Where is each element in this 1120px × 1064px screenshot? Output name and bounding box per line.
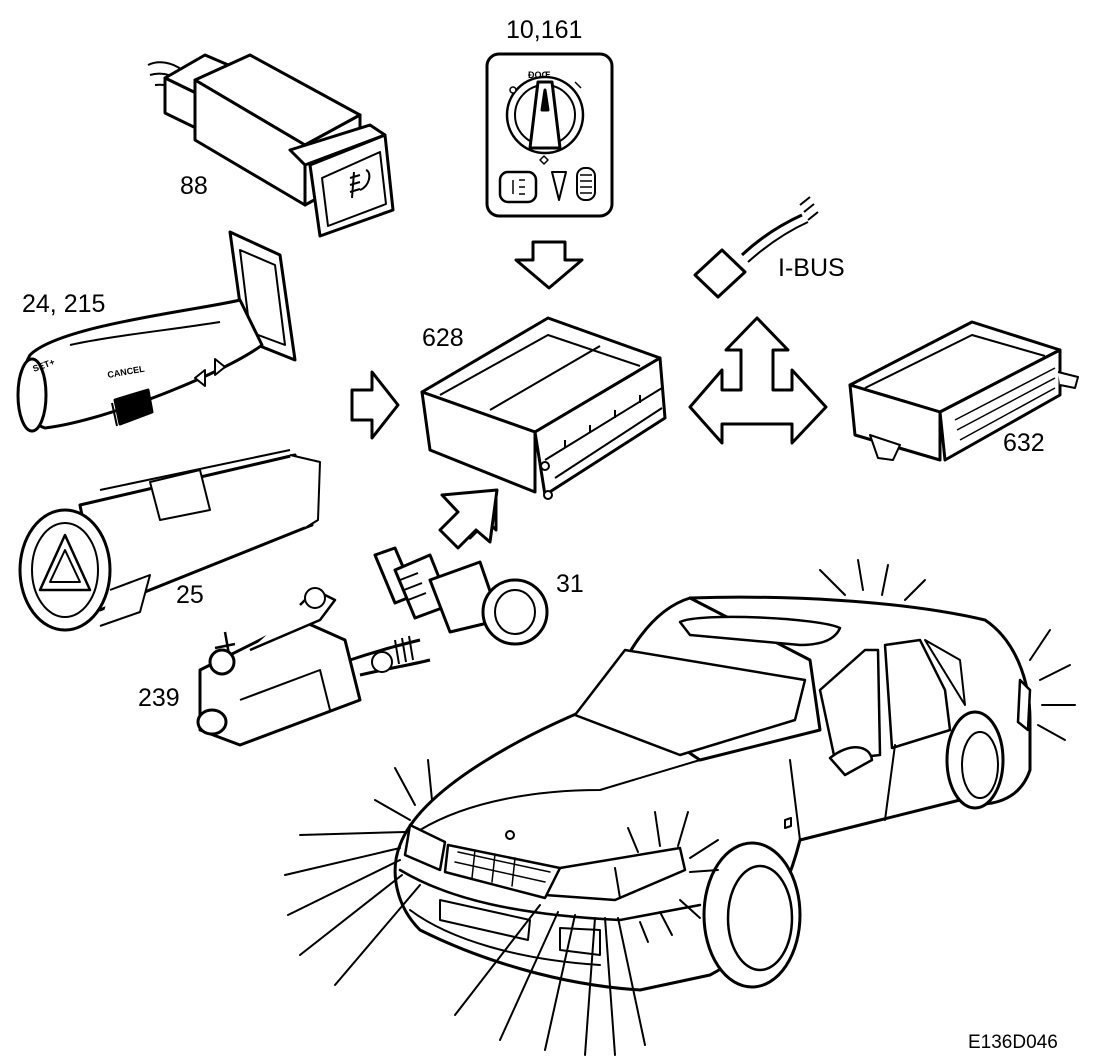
- figure-code: E136D046: [968, 1032, 1058, 1053]
- bidirectional-arrow-icon: [690, 318, 826, 443]
- svg-text:ĐOŒ: ĐOŒ: [528, 70, 551, 80]
- label-632: 632: [1003, 429, 1045, 457]
- label-31: 31: [556, 570, 584, 598]
- arrow-diagonal-outline: [440, 490, 497, 548]
- arrow-right-icon: [352, 372, 398, 438]
- car: [395, 597, 1030, 990]
- fog-light-switch: [148, 55, 393, 236]
- cruise-control-stalk: CANCEL SET+: [18, 232, 295, 431]
- label-88: 88: [180, 172, 208, 200]
- arrow-down-icon: [516, 242, 582, 288]
- label-628: 628: [422, 324, 464, 352]
- label-25: 25: [176, 581, 204, 609]
- control-module-628: [422, 318, 665, 499]
- label-24-215: 24, 215: [22, 290, 105, 318]
- brake-sensor-31: [375, 548, 547, 644]
- hazard-switch: [20, 450, 320, 630]
- label-239: 239: [138, 684, 180, 712]
- pedal-switch-239: [198, 588, 430, 745]
- light-switch-panel: ĐOŒ: [487, 54, 612, 216]
- control-module-632: [850, 322, 1078, 460]
- label-10-161: 10,161: [506, 16, 582, 44]
- flash-rays: [285, 560, 1075, 1055]
- ibus-connector: [695, 197, 818, 297]
- label-ibus: I-BUS: [778, 254, 845, 282]
